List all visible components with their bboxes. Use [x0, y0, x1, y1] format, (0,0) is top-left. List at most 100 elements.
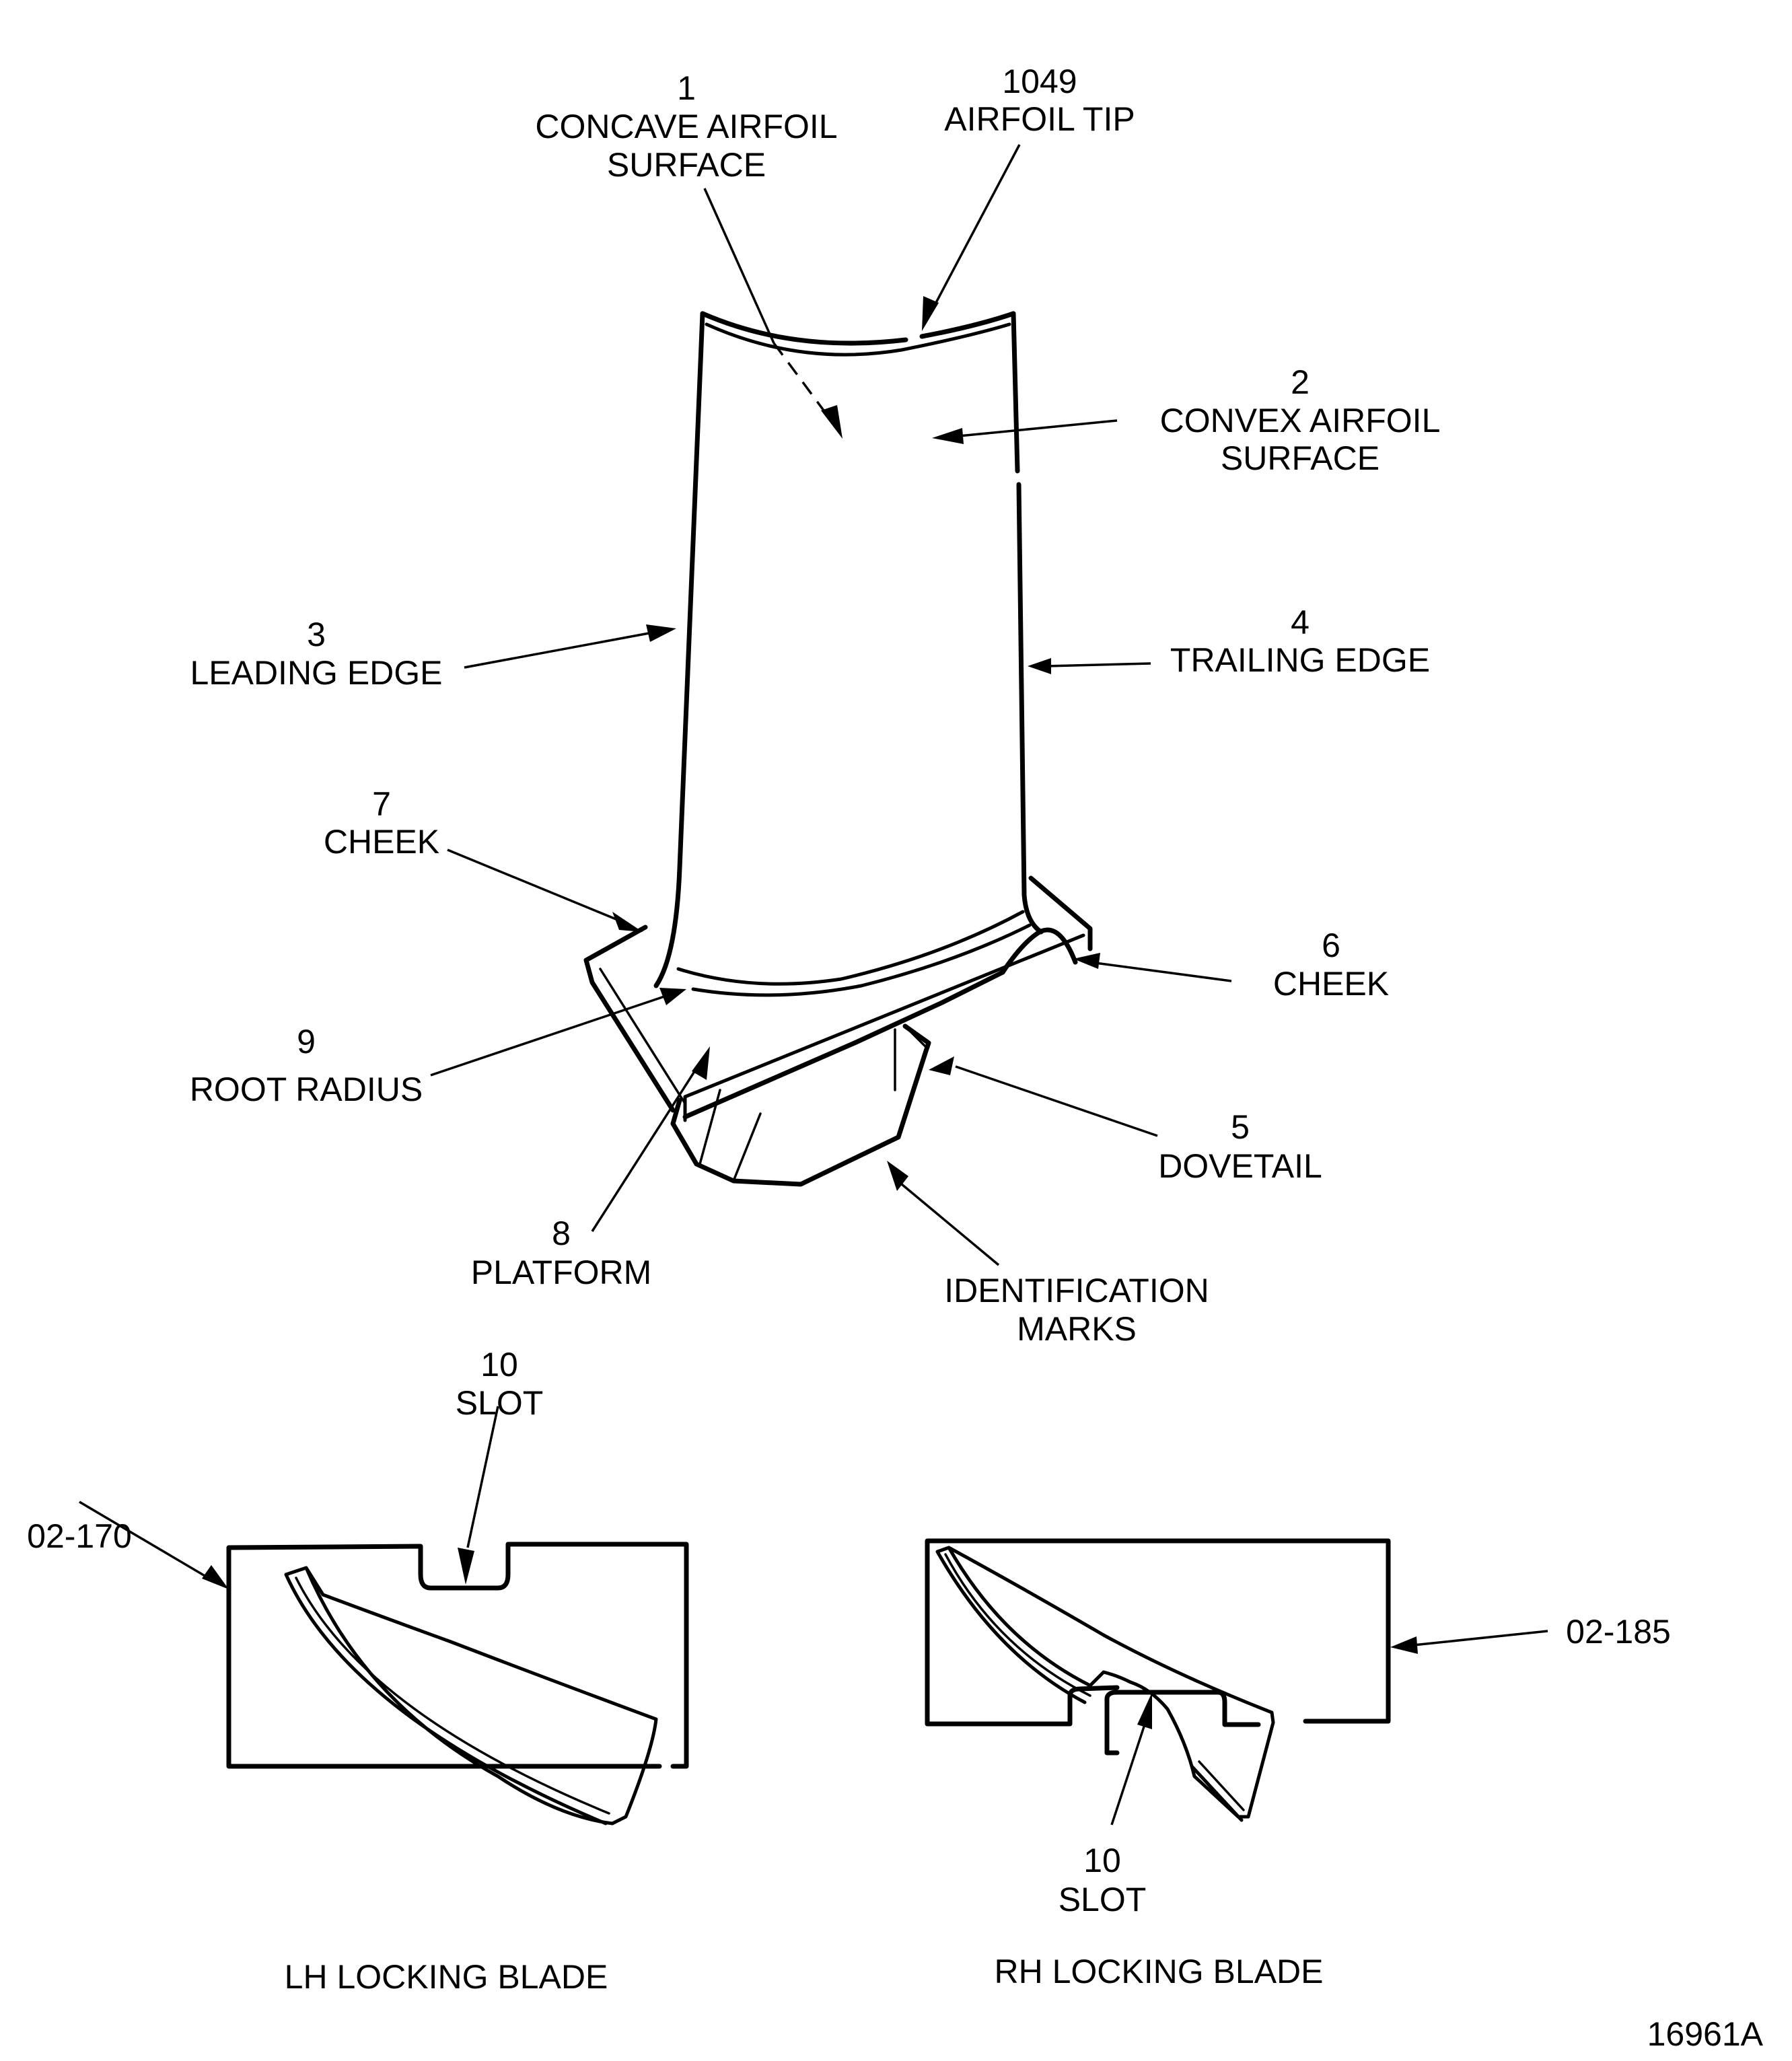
arrowhead-lh-slot [458, 1548, 474, 1585]
leader-identification [900, 1183, 1000, 1266]
lh-locking-blade-view: 02-170 10 SLOT LH LOCKING BLADE [27, 1346, 689, 1996]
leader-cheek-left [447, 848, 623, 923]
callout-cheek-left: 7 CHEEK [324, 785, 439, 861]
callout-text: PLATFORM [471, 1254, 652, 1291]
arrowhead-identification [887, 1161, 908, 1191]
platform [583, 875, 1093, 1122]
rh-slot-number: 10 [1083, 1842, 1121, 1879]
callout-text: CONVEX AIRFOIL [1160, 402, 1441, 439]
lh-platform-outline [226, 1542, 689, 1769]
leader-concave-hidden [773, 342, 843, 435]
main-blade-view: 1 CONCAVE AIRFOIL SURFACE 1049 AIRFOIL T… [190, 63, 1441, 1348]
callout-text: CHEEK [1273, 965, 1389, 1003]
callout-dovetail: 5 DOVETAIL [1158, 1108, 1322, 1185]
callout-root-radius: 9 ROOT RADIUS [190, 1023, 423, 1108]
callout-text: MARKS [1017, 1310, 1137, 1348]
airfoil-tip-outer [700, 311, 1016, 346]
callout-text: TRAILING EDGE [1170, 641, 1430, 679]
callout-platform: 8 PLATFORM [471, 1215, 652, 1291]
leader-tip [924, 144, 1021, 324]
figure-id: 16961A [1647, 2015, 1764, 2053]
platform-inner-left [599, 968, 686, 1105]
airfoil [653, 311, 1044, 997]
callout-number: 8 [552, 1215, 571, 1252]
arrowhead-lh-part-ref [202, 1565, 229, 1589]
lh-view-title: LH LOCKING BLADE [285, 1958, 608, 1996]
dovetail-chamfer-left [698, 1089, 762, 1182]
callout-text: LEADING EDGE [190, 654, 442, 692]
rh-view-title: RH LOCKING BLADE [994, 1953, 1323, 1990]
callout-text: CONCAVE AIRFOIL [535, 108, 837, 145]
lh-slot-number: 10 [480, 1346, 518, 1383]
leader-lh-slot [466, 1406, 499, 1548]
callout-text: AIRFOIL TIP [944, 100, 1135, 138]
callout-number: 1 [677, 69, 696, 107]
trailing-edge-line [1011, 311, 1044, 935]
leader-dovetail [955, 1065, 1158, 1137]
leader-platform [591, 1062, 701, 1232]
arrowhead-trailing-edge [1028, 658, 1051, 674]
callout-airfoil-tip: 1049 AIRFOIL TIP [944, 63, 1135, 138]
arrowhead-cheek-right [1073, 953, 1100, 969]
callout-cheek-right: 6 CHEEK [1273, 927, 1389, 1003]
callout-text: DOVETAIL [1158, 1147, 1322, 1185]
platform-top-right [1028, 875, 1093, 951]
leader-leading-edge [464, 631, 653, 669]
rh-airfoil-section [935, 1546, 1275, 1819]
callout-number: 4 [1291, 604, 1310, 641]
lh-airfoil-inner [295, 1577, 610, 1815]
lh-airfoil-section [284, 1566, 658, 1825]
rh-airfoil-trailing [1190, 1764, 1244, 1822]
callout-leading-edge: 3 LEADING EDGE [190, 616, 442, 692]
dovetail-outline [670, 1023, 931, 1187]
root-radius-lower [691, 923, 1032, 997]
callout-number: 5 [1231, 1108, 1250, 1146]
arrowhead-root-radius [659, 988, 686, 1005]
leading-edge-line [653, 311, 705, 988]
callout-number: 3 [307, 616, 326, 653]
callout-text: CHEEK [324, 823, 439, 861]
lh-slot-label: SLOT [456, 1384, 544, 1422]
leaders [430, 144, 1232, 1266]
callout-number: 9 [297, 1023, 316, 1060]
leader-cheek-right [1089, 961, 1232, 982]
arrowhead-tip [922, 296, 939, 331]
platform-bottom-edge [682, 970, 1005, 1120]
leader-trailing-edge [1046, 662, 1151, 667]
cheek-cutout [1000, 927, 1078, 975]
callout-text: SURFACE [1221, 439, 1379, 477]
rh-slot-label: SLOT [1059, 1881, 1147, 1918]
callout-concave: 1 CONCAVE AIRFOIL SURFACE [535, 69, 837, 184]
platform-top-left [583, 925, 676, 1113]
arrowhead-dovetail [929, 1056, 954, 1075]
leader-concave [703, 188, 775, 344]
dovetail-chamfer-right [894, 1025, 927, 1091]
callout-number: 1049 [1002, 63, 1077, 100]
rh-part-ref-label: 02-185 [1566, 1613, 1671, 1651]
leader-rh-slot [1110, 1722, 1147, 1825]
rh-airfoil-inner [944, 1553, 1245, 1811]
callout-identification-marks: IDENTIFICATION MARKS [944, 1272, 1209, 1348]
root-radius-upper [676, 910, 1025, 986]
arrowhead-concave [821, 405, 843, 439]
callout-text: ROOT RADIUS [190, 1071, 423, 1108]
rh-locking-blade-view: 02-185 10 SLOT RH LOCKING BLADE [925, 1538, 1671, 1990]
lh-part-ref-label: 02-170 [27, 1517, 132, 1555]
leader-lh-part-ref [79, 1500, 215, 1583]
arrowhead-leading-edge [646, 624, 676, 642]
leader-root-radius [430, 995, 667, 1077]
callout-text: IDENTIFICATION [944, 1272, 1209, 1309]
leader-convex [958, 419, 1118, 437]
callout-number: 2 [1291, 363, 1310, 401]
airfoil-tip-inner [705, 322, 1011, 357]
platform-front-edge [683, 933, 1085, 1099]
callout-number: 7 [372, 785, 391, 823]
arrowhead-convex [932, 428, 964, 444]
dovetail [670, 1023, 931, 1187]
callout-number: 6 [1322, 927, 1340, 964]
callout-trailing-edge: 4 TRAILING EDGE [1170, 604, 1430, 679]
leader-rh-part-ref [1412, 1630, 1548, 1647]
callout-convex: 2 CONVEX AIRFOIL SURFACE [1160, 363, 1441, 477]
arrowhead-rh-slot [1137, 1692, 1152, 1729]
